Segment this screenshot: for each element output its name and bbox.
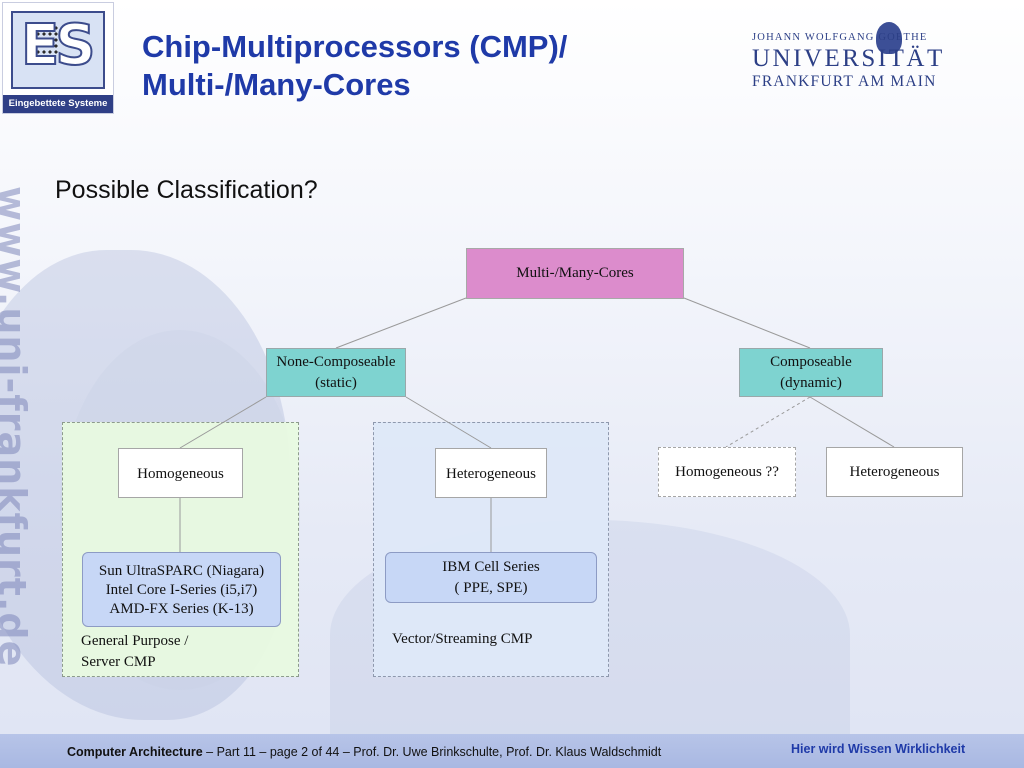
watermark-url: www.uni-frankfurt.de: [0, 186, 34, 668]
edge-left-heterogeneous: [405, 396, 492, 449]
title-line-1: Chip-Multiprocessors (CMP)/: [142, 29, 568, 64]
footer-details: – Part 11 – page 2 of 44 – Prof. Dr. Uwe…: [202, 745, 662, 759]
node-composeable: Composeable (dynamic): [739, 348, 883, 397]
slide-title: Chip-Multiprocessors (CMP)/ Multi-/Many-…: [142, 28, 567, 104]
es-logo: ES Eingebettete Systeme: [2, 2, 114, 114]
title-line-2: Multi-/Many-Cores: [142, 67, 411, 102]
node-heterogeneous-composeable: Heterogeneous: [826, 447, 963, 497]
example-sun-ultrasparc: Sun UltraSPARC (Niagara): [98, 563, 265, 579]
example-ibm-cell: IBM Cell Series: [442, 559, 540, 575]
node-multi-many-cores: Multi-/Many-Cores: [466, 248, 684, 299]
examples-vector-streaming: IBM Cell Series ( PPE, SPE): [385, 552, 597, 603]
university-logo: JOHANN WOLFGANG GOETHE UNIVERSITÄT FRANK…: [752, 32, 957, 91]
edge-right-homogeneous-q: [725, 396, 811, 448]
logo-letters: ES: [20, 12, 97, 79]
example-ppe-spe: ( PPE, SPE): [454, 580, 528, 596]
node-homogeneous: Homogeneous: [118, 448, 243, 498]
label-general-purpose: General Purpose / Server CMP: [81, 631, 188, 673]
node-none-composeable-line1: None-Composeable: [276, 354, 396, 370]
footer-bar: [0, 734, 1024, 768]
example-amd-fx: AMD-FX Series (K-13): [109, 601, 254, 617]
goethe-portrait-icon: [876, 22, 902, 54]
node-homogeneous-questionable: Homogeneous ??: [658, 447, 796, 497]
label-vector-streaming: Vector/Streaming CMP: [392, 631, 533, 647]
logo-caption: Eingebettete Systeme: [3, 95, 113, 113]
university-top-line: JOHANN WOLFGANG GOETHE: [752, 32, 928, 43]
example-intel-core: Intel Core I-Series (i5,i7): [105, 582, 258, 598]
university-city: FRANKFURT AM MAIN: [752, 73, 937, 90]
node-none-composeable-line2: (static): [315, 375, 357, 391]
node-composeable-line2: (dynamic): [780, 375, 842, 391]
examples-general-purpose: Sun UltraSPARC (Niagara) Intel Core I-Se…: [82, 552, 281, 627]
edge-right-heterogeneous: [809, 396, 895, 448]
label-general-purpose-line2: Server CMP: [81, 654, 156, 670]
section-heading: Possible Classification?: [55, 176, 318, 204]
edge-left-homogeneous: [179, 396, 267, 449]
edge-root-right: [683, 297, 811, 349]
node-composeable-line1: Composeable: [770, 354, 852, 370]
footer-slogan: Hier wird Wissen Wirklichkeit: [791, 742, 966, 756]
label-general-purpose-line1: General Purpose /: [81, 633, 189, 649]
node-none-composeable: None-Composeable (static): [266, 348, 406, 397]
edge-root-left: [335, 297, 467, 349]
chip-dots-icon: [29, 25, 59, 55]
node-heterogeneous: Heterogeneous: [435, 448, 547, 498]
footer-course: Computer Architecture: [67, 745, 203, 759]
university-name: UNIVERSITÄT: [752, 45, 945, 72]
footer-text: Computer Architecture – Part 11 – page 2…: [67, 745, 661, 759]
